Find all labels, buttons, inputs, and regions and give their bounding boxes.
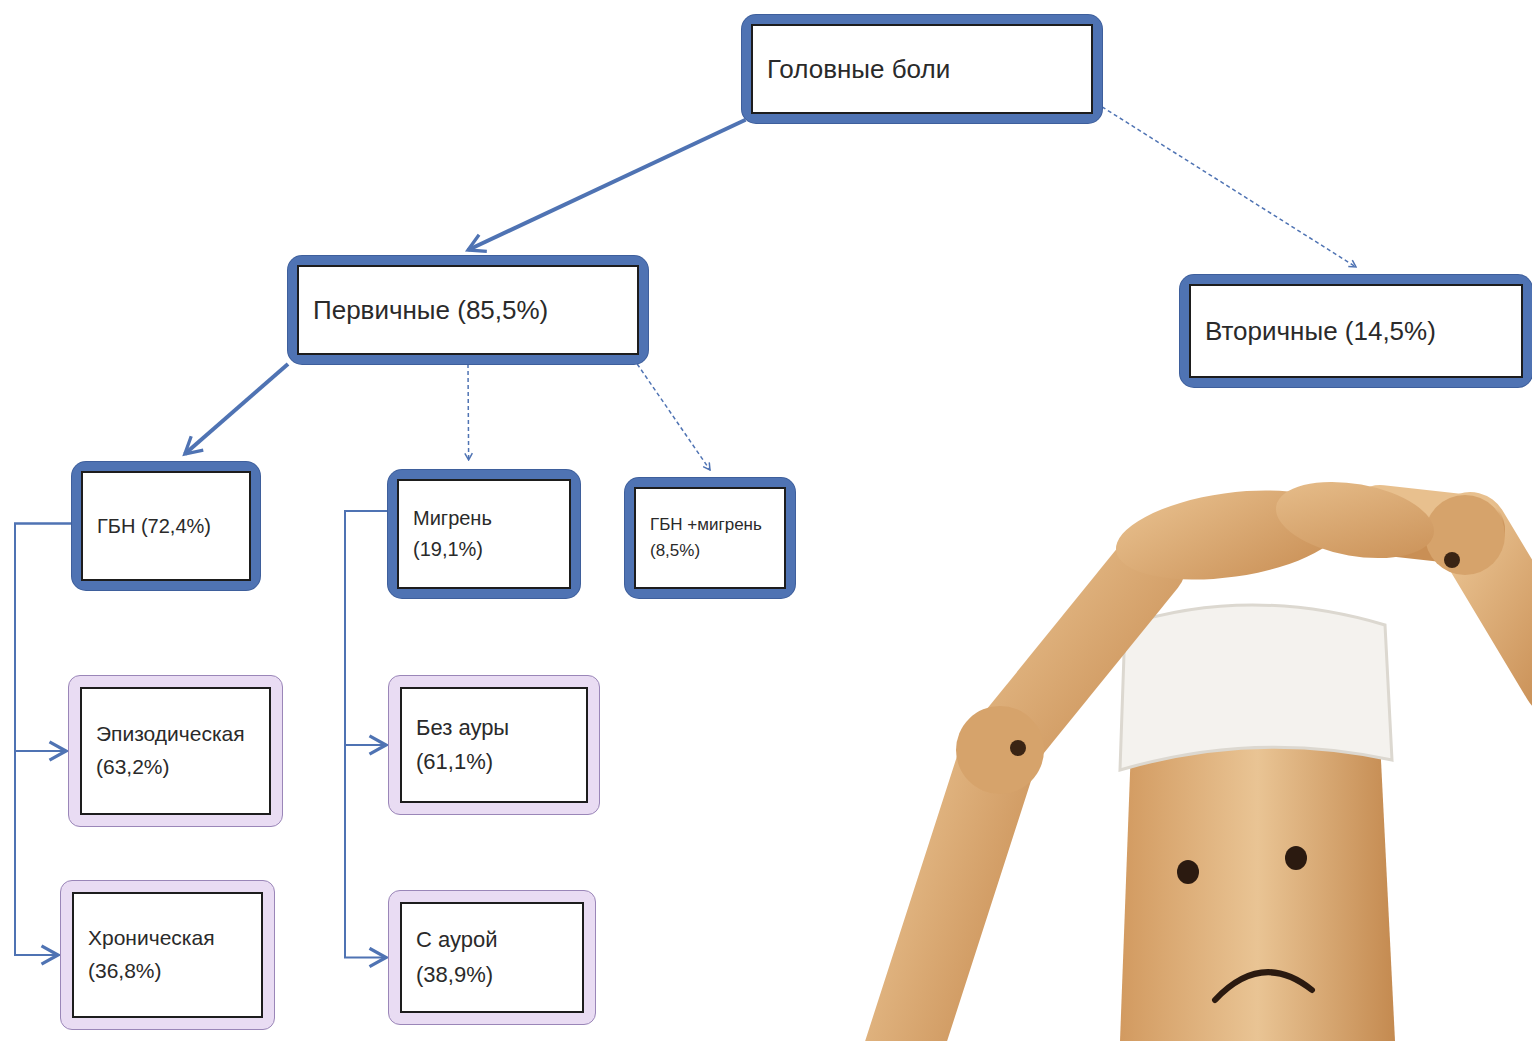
node-label: Мигрень (19,1%) [413, 503, 555, 565]
inner-frame: С аурой (38,9%) [400, 902, 584, 1013]
root-box: Головные боли [742, 15, 1102, 123]
subtype-box: Эпизодическая (63,2%) [68, 675, 283, 827]
node-label: Вторичные (14,5%) [1205, 311, 1507, 351]
inner-frame: Без ауры (61,1%) [400, 687, 588, 803]
mannequin [900, 471, 1532, 1041]
connector-arrow [345, 511, 388, 745]
inner-frame: Головные боли [751, 24, 1093, 114]
node-label: Головные боли [767, 49, 1077, 89]
subtype-box: Без ауры (61,1%) [388, 675, 600, 815]
category-box: Вторичные (14,5%) [1180, 275, 1532, 387]
node-label: ГБН +мигрень (8,5%) [650, 512, 770, 565]
node-label: Эпизодическая (63,2%) [96, 718, 255, 783]
inner-frame: ГБН +мигрень (8,5%) [634, 487, 786, 589]
inner-frame: Мигрень (19,1%) [397, 479, 571, 589]
subtype-box: Хроническая (36,8%) [60, 880, 275, 1030]
type-box: ГБН (72,4%) [72, 462, 260, 590]
inner-frame: Первичные (85,5%) [297, 265, 639, 355]
connector-arrow [468, 120, 746, 250]
category-box: Первичные (85,5%) [288, 256, 648, 364]
connector-arrow [185, 364, 288, 454]
node-label: Без ауры (61,1%) [416, 711, 572, 779]
connector-arrow [467, 364, 469, 460]
inner-frame: Вторичные (14,5%) [1189, 284, 1523, 378]
connector-arrow [637, 364, 710, 470]
connector-arrow [1102, 107, 1356, 267]
node-label: С аурой (38,9%) [416, 923, 568, 991]
connector-arrow [345, 511, 388, 958]
type-box: ГБН +мигрень (8,5%) [625, 478, 795, 598]
inner-frame: Эпизодическая (63,2%) [80, 687, 271, 815]
inner-frame: ГБН (72,4%) [81, 471, 251, 581]
inner-frame: Хроническая (36,8%) [72, 892, 263, 1018]
node-label: Хроническая (36,8%) [88, 922, 247, 987]
connector-arrow [15, 523, 72, 751]
node-label: Первичные (85,5%) [313, 290, 623, 330]
node-label: ГБН (72,4%) [97, 511, 235, 542]
type-box: Мигрень (19,1%) [388, 470, 580, 598]
subtype-box: С аурой (38,9%) [388, 890, 596, 1025]
